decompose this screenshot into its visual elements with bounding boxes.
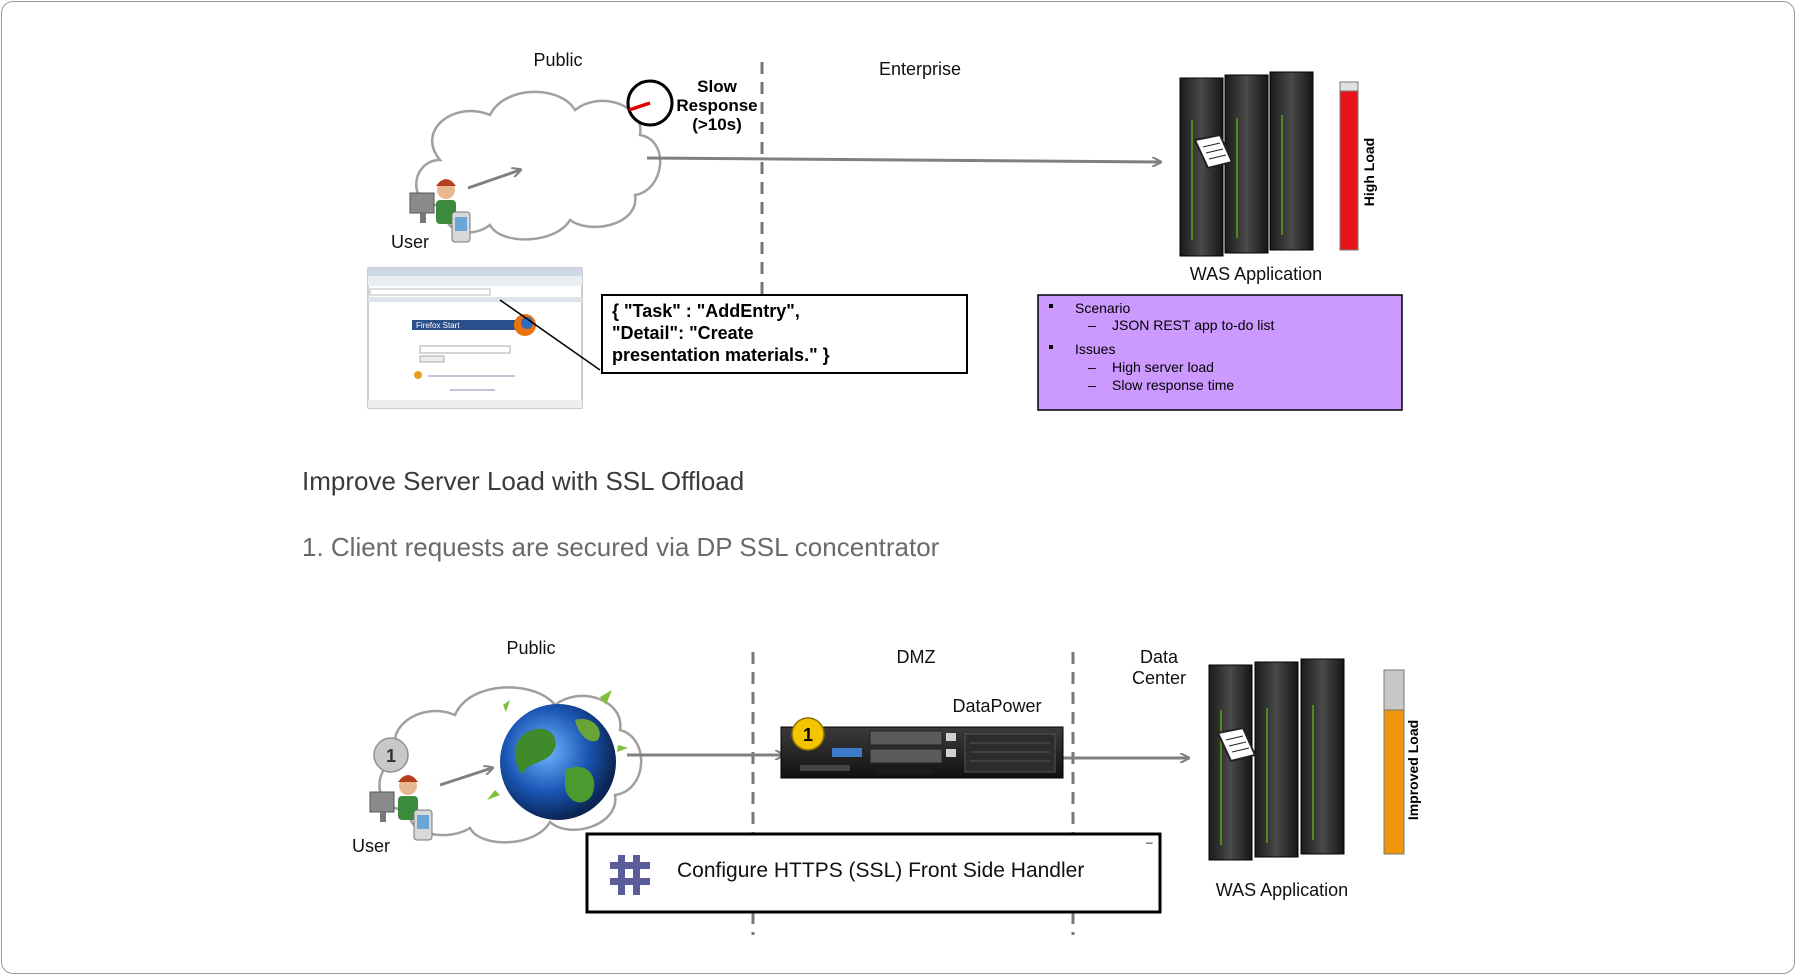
bottom-public-label: Public (506, 638, 555, 658)
bottom-cloud-arrow (439, 768, 492, 787)
notes-bullet (1049, 304, 1053, 308)
step-badge-gray (373, 737, 409, 773)
notes-bullet (1049, 345, 1053, 349)
config-handler-text: Configure HTTPS (SSL) Front Side Handler (677, 859, 1084, 882)
step-badge-gray-label: 1 (386, 746, 396, 766)
slow-response-line-2: Response (676, 96, 757, 115)
datapower-appliance (780, 726, 1064, 779)
browser-screenshot: Firefox Start (367, 267, 583, 409)
bottom-app-label: WAS Application (1216, 880, 1348, 900)
top-public-label: Public (533, 50, 582, 70)
config-handler-box (585, 832, 1162, 914)
data-center-label-line-2: Center (1132, 668, 1186, 688)
bottom-user-icon (369, 775, 433, 841)
step-subheading: 1. Client requests are secured via DP SS… (302, 532, 940, 562)
globe-icon (487, 690, 628, 820)
improved-load-label: Improved Load (1405, 720, 1421, 820)
top-app-label: WAS Application (1190, 264, 1322, 284)
dmz-label: DMZ (897, 647, 936, 667)
step-badge-yellow-label: 1 (803, 725, 813, 745)
notes-scenario-item: JSON REST app to-do list (1112, 317, 1274, 333)
notes-dash: – (1088, 359, 1096, 375)
slow-response-gauge (626, 79, 674, 127)
top-request-arrow (646, 156, 1160, 162)
json-line-3: presentation materials." } (612, 345, 830, 365)
improved-load-bar (1383, 669, 1405, 855)
top-cloud-arrow (467, 170, 520, 190)
json-line-2: "Detail": "Create (612, 323, 754, 343)
slow-response-line-1: Slow (697, 77, 737, 96)
browser-callout-line (499, 299, 601, 371)
json-payload-box (601, 294, 968, 374)
section-heading: Improve Server Load with SSL Offload (302, 466, 745, 496)
slow-response-line-3: (>10s) (692, 115, 742, 134)
notes-dash: – (1088, 317, 1096, 333)
top-enterprise-label: Enterprise (879, 59, 961, 79)
data-center-label-line-1: Data (1140, 647, 1179, 667)
top-server-rack (1179, 71, 1314, 257)
top-user-label: User (391, 232, 429, 252)
high-load-label: High Load (1361, 138, 1377, 206)
bottom-user-label: User (352, 836, 390, 856)
datapower-label: DataPower (952, 696, 1041, 716)
top-script-icon (1193, 133, 1234, 170)
json-line-1: { "Task" : "AddEntry", (612, 301, 800, 321)
notes-scenario-heading: Scenario (1075, 300, 1130, 316)
scenario-notes-box (1037, 294, 1403, 411)
handler-icon (610, 855, 650, 895)
notes-issue-item: High server load (1112, 359, 1214, 375)
bottom-script-icon (1216, 726, 1257, 763)
notes-dash: – (1088, 377, 1096, 393)
config-handler-corner-mark: – (1146, 835, 1153, 849)
top-user-icon (409, 179, 471, 243)
browser-title: Firefox Start (416, 321, 460, 330)
top-public-cloud (415, 90, 662, 241)
notes-issues-heading: Issues (1075, 341, 1115, 357)
bottom-server-rack (1208, 658, 1345, 861)
high-load-bar (1339, 81, 1359, 251)
step-badge-yellow (791, 717, 825, 751)
notes-issue-item: Slow response time (1112, 377, 1234, 393)
